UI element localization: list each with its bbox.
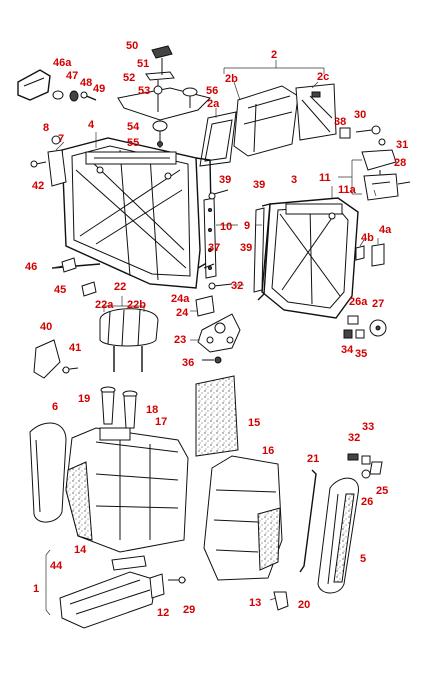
part-label-19: 19 [78, 393, 90, 405]
part-label-29: 29 [183, 604, 195, 616]
seat-release-trim-assembly [17, 69, 97, 102]
part-label-4b: 4b [361, 232, 374, 244]
part-label-27: 27 [372, 298, 384, 310]
part-label-13: 13 [249, 597, 261, 609]
part-label-16: 16 [262, 445, 274, 457]
part-label-24a: 24a [171, 293, 190, 305]
part-label-24: 24 [176, 307, 189, 319]
backrest-foam-pad [195, 375, 239, 457]
part-label-4: 4 [88, 119, 95, 131]
leader-lines [45, 60, 379, 616]
part-number-labels: 50 2 46a 51 47 52 2b 2c 48 49 53 56 2a 3… [25, 40, 408, 619]
part-label-8: 8 [43, 122, 49, 134]
part-label-55: 55 [127, 137, 139, 149]
part-label-15: 15 [248, 417, 260, 429]
part-label-31: 31 [396, 139, 408, 151]
side-bracket [33, 339, 79, 379]
part-label-2b: 2b [225, 73, 238, 85]
part-label-22: 22 [114, 281, 126, 293]
part-label-47: 47 [66, 70, 78, 82]
part-label-33: 33 [362, 421, 374, 433]
part-label-51: 51 [137, 58, 149, 70]
part-label-25: 25 [376, 485, 388, 497]
side-bolster-right [317, 477, 359, 594]
part-label-32-b: 32 [348, 432, 360, 444]
part-label-42: 42 [32, 180, 44, 192]
part-label-49: 49 [93, 83, 105, 95]
hinge-rail-assembly [203, 189, 229, 279]
backrest-frame-left [61, 137, 213, 289]
part-label-30: 30 [354, 109, 366, 121]
part-label-5: 5 [360, 553, 366, 565]
part-label-38: 38 [334, 116, 346, 128]
part-label-2c: 2c [317, 71, 329, 83]
seat-cushion [59, 555, 157, 629]
part-label-35: 35 [355, 348, 367, 360]
part-label-11: 11 [319, 172, 331, 184]
part-label-12: 12 [157, 607, 169, 619]
frame-clips-right [355, 243, 385, 267]
part-label-56: 56 [206, 85, 218, 97]
side-bolster-left [29, 422, 67, 523]
headrest [99, 308, 159, 372]
part-label-21: 21 [307, 453, 319, 465]
part-label-22b: 22b [127, 299, 146, 311]
part-label-32-a: 32 [231, 280, 243, 292]
part-label-11a: 11a [338, 184, 357, 196]
backrest-pivot-hardware [343, 315, 387, 339]
part-label-18: 18 [146, 404, 158, 416]
part-label-23: 23 [174, 334, 186, 346]
part-label-26: 26 [361, 496, 373, 508]
part-label-34: 34 [341, 344, 354, 356]
part-label-37: 37 [208, 242, 220, 254]
part-label-10: 10 [220, 221, 232, 233]
part-label-20: 20 [298, 599, 310, 611]
part-label-2a: 2a [207, 98, 220, 110]
part-label-53: 53 [138, 85, 150, 97]
backrest-trim-panels [199, 83, 337, 167]
part-label-3: 3 [291, 174, 297, 186]
hinge-plate-assembly [195, 282, 241, 364]
part-label-46: 46 [25, 261, 37, 273]
support-wire [273, 469, 317, 611]
rear-backrest-cover [65, 427, 189, 553]
part-label-54: 54 [127, 121, 140, 133]
part-label-48: 48 [80, 77, 92, 89]
part-label-2: 2 [271, 49, 277, 61]
part-label-26a: 26a [349, 296, 368, 308]
part-label-4a: 4a [379, 224, 392, 236]
backrest-hinge-bracket-left [30, 135, 67, 187]
part-label-44: 44 [50, 560, 63, 572]
front-backrest-cover [203, 455, 283, 581]
part-label-22a: 22a [95, 299, 114, 311]
part-label-41: 41 [69, 342, 81, 354]
part-label-1: 1 [33, 583, 39, 595]
bolster-mount-hardware [347, 453, 383, 479]
lock-striker-assembly [117, 45, 211, 148]
part-label-45: 45 [54, 284, 66, 296]
part-label-39-c: 39 [240, 242, 252, 254]
part-label-17: 17 [155, 416, 167, 428]
headrest-guides [100, 386, 138, 429]
part-label-39-b: 39 [253, 179, 265, 191]
part-label-46a: 46a [53, 57, 72, 69]
part-label-50: 50 [126, 40, 138, 52]
backrest-latch-rod [51, 257, 101, 297]
backrest-frame-right [253, 197, 359, 319]
part-label-28: 28 [394, 157, 406, 169]
cushion-mount-hardware [149, 573, 186, 599]
seat-lock-mechanism [339, 125, 411, 201]
part-label-39-a: 39 [219, 174, 231, 186]
part-label-6: 6 [52, 401, 58, 413]
part-label-36: 36 [182, 357, 194, 369]
part-label-14: 14 [74, 544, 87, 556]
part-label-9: 9 [244, 220, 250, 232]
part-label-40: 40 [40, 321, 52, 333]
part-label-7: 7 [58, 133, 64, 145]
part-label-52: 52 [123, 72, 135, 84]
